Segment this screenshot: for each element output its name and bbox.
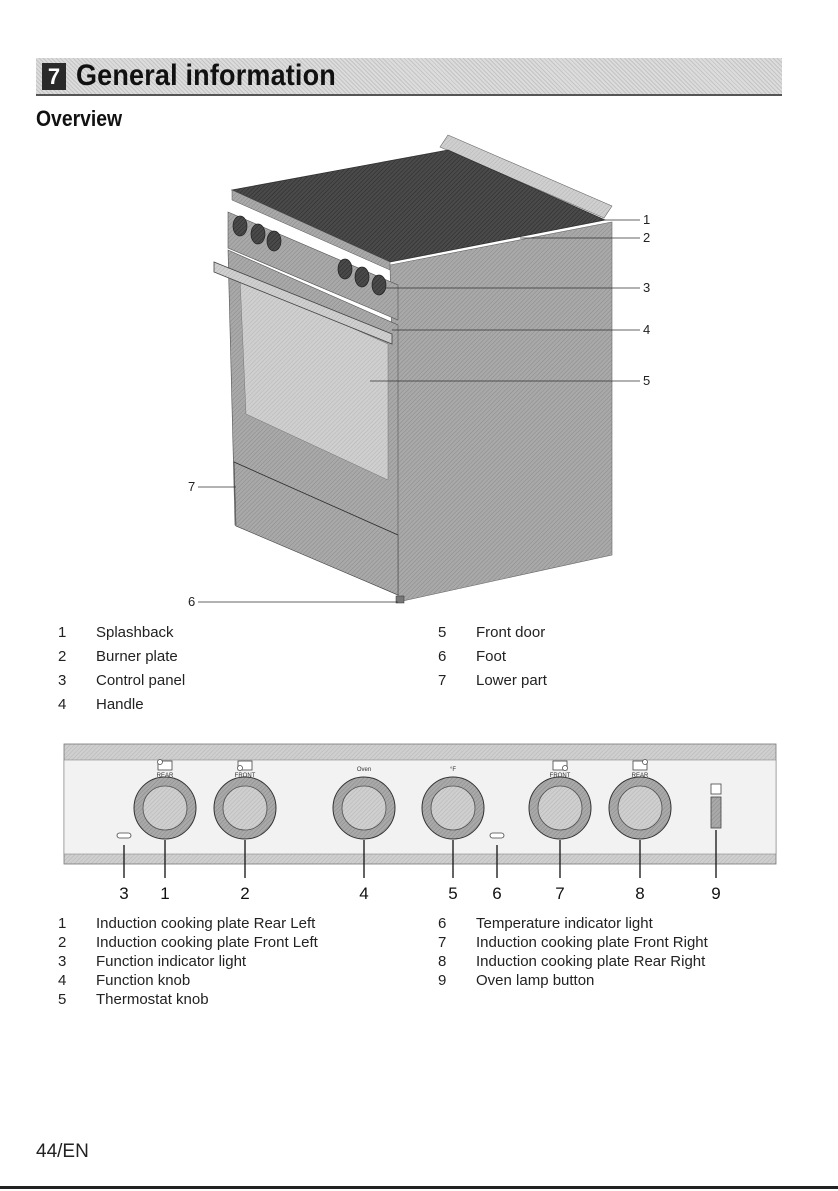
splashback [439,134,613,219]
knob-label: REAR [157,773,174,779]
knob[interactable] [213,776,277,840]
callout-7: 7 [188,479,195,494]
panel-callout: 5 [448,884,458,903]
section-title: General information [76,59,336,92]
front-right-plate-icon [552,760,568,771]
callout-4: 4 [643,322,650,337]
knob-label: FRONT [235,773,256,779]
knob-label: Oven [357,767,371,773]
panel-callout: 8 [635,884,645,903]
callout-1: 1 [643,212,650,227]
front-left-plate-icon [237,760,253,771]
knob-label: FRONT [550,773,571,779]
panel-callout: 1 [160,884,170,903]
knob-label: °F [450,767,456,773]
panel-callout: 4 [359,884,369,903]
oven-lamp-button[interactable] [710,796,722,829]
panel-callout: 7 [555,884,565,903]
knob-label: REAR [632,773,649,779]
overview-title: Overview [36,106,123,131]
panel-callout: 3 [119,884,129,903]
panel-callout: 6 [492,884,502,903]
knob[interactable] [133,776,197,840]
panel-callout: 9 [711,884,721,903]
door-handle [213,261,393,345]
bottom-rule [0,1186,838,1189]
rear-right-plate-icon [632,760,648,771]
knob[interactable] [608,776,672,840]
page-number: 44/EN [36,1141,89,1162]
knob[interactable] [421,776,485,840]
section-number: 7 [42,63,66,90]
knob[interactable] [332,776,396,840]
temperature-indicator-light [489,832,505,839]
cooker-illustration: 1 2 3 4 5 6 7 [188,134,650,609]
function-indicator-light [116,832,132,839]
knob[interactable] [528,776,592,840]
panel-callout: 2 [240,884,250,903]
foot [395,595,405,604]
section-header: 7 General information [36,58,782,96]
callout-2: 2 [643,230,650,245]
callout-5: 5 [643,373,650,388]
callout-6: 6 [188,594,195,609]
lamp-icon [710,783,722,795]
control-panel-diagram: REAR FRONT Oven °F FRONT REAR [63,743,777,878]
rear-left-plate-icon [157,760,173,771]
callout-3: 3 [643,280,650,295]
